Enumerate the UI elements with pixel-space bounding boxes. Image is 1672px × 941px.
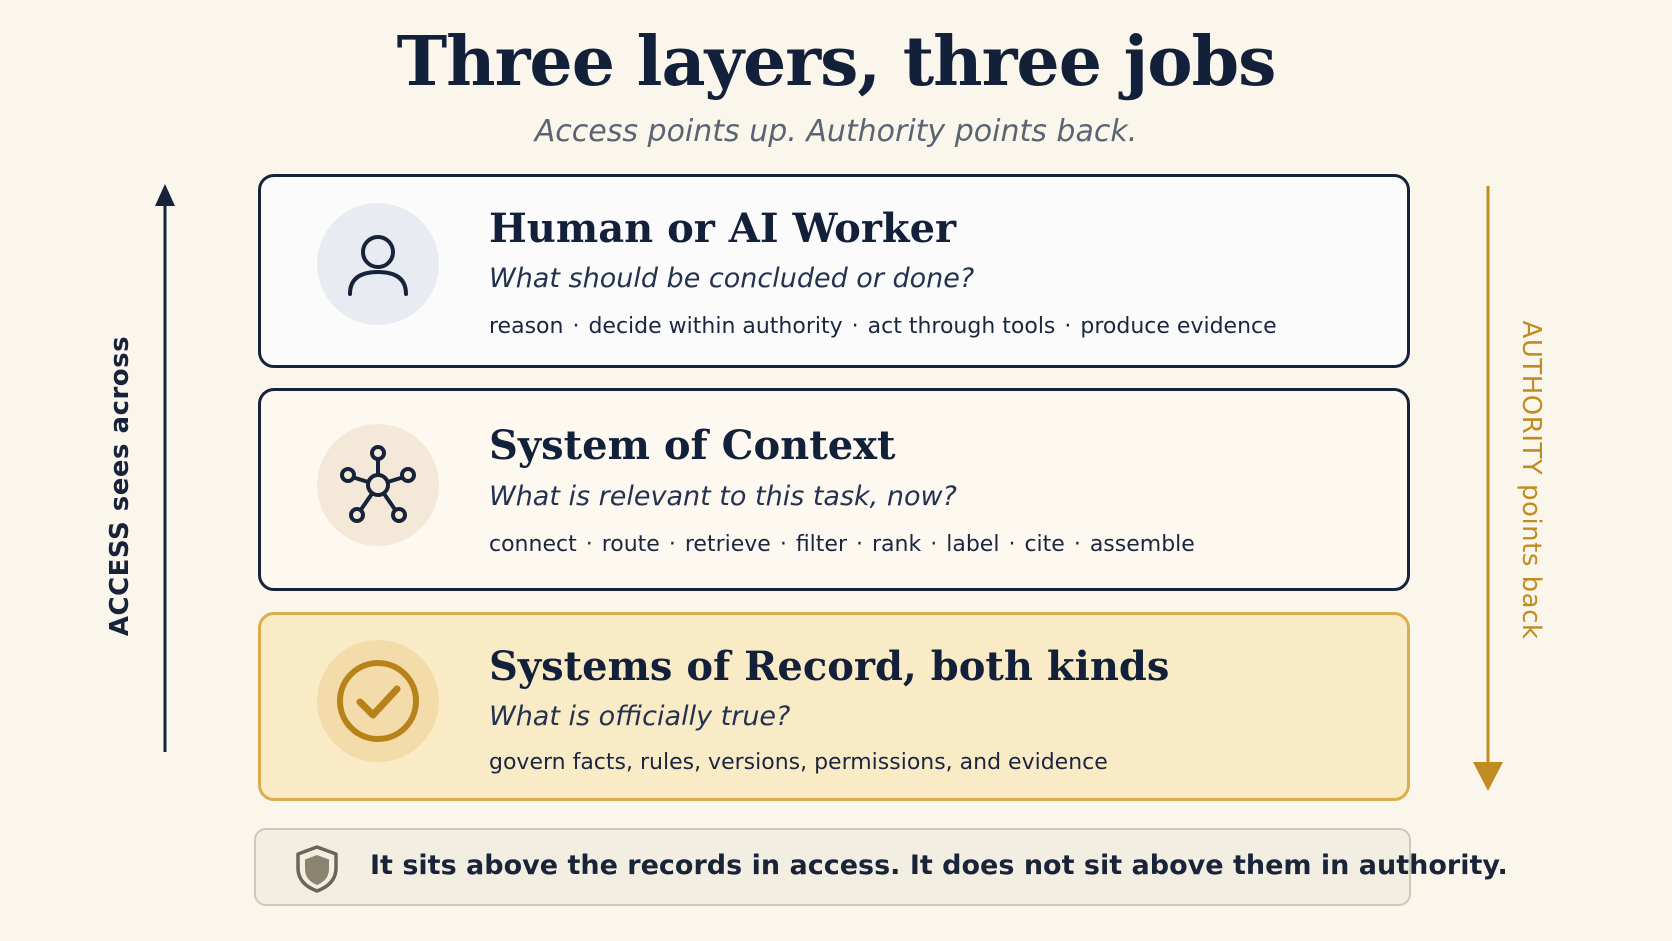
network-hub-icon [317,424,439,546]
authority-down-arrow-icon [1473,186,1503,791]
access-up-arrow-icon [155,184,175,752]
tag: label [946,532,1000,557]
tag: rank [872,532,922,557]
check-circle-icon [317,640,439,762]
tag: reason [489,314,564,339]
page-subtitle: Access points up. Authority points back. [534,114,1138,149]
layer-tags: reason·decide within authority·act throu… [489,314,1277,339]
layer-description: govern facts, rules, versions, permissio… [489,750,1108,775]
tag: decide within authority [588,314,843,339]
tag: act through tools [867,314,1056,339]
layer-card-context: System of Context What is relevant to th… [258,388,1410,591]
layer-title: Systems of Record, both kinds [489,643,1170,690]
tag: route [601,532,660,557]
tag: connect [489,532,577,557]
layer-title: System of Context [489,422,896,469]
person-icon [317,203,439,325]
tag: filter [795,532,848,557]
tag: cite [1024,532,1065,557]
layer-question: What is relevant to this task, now? [489,481,957,512]
layer-question: What should be concluded or done? [489,263,975,294]
layer-tags: connect·route·retrieve·filter·rank·label… [489,532,1195,557]
tag: produce evidence [1080,314,1277,339]
shield-icon [296,845,338,893]
tag: retrieve [684,532,771,557]
authority-banner: It sits above the records in access. It … [254,828,1508,906]
authority-label: AUTHORITY points back [1516,320,1546,640]
layer-title: Human or AI Worker [489,205,957,252]
banner-text: It sits above the records in access. It … [370,850,1508,881]
page-title: Three layers, three jobs [396,22,1277,102]
tag: assemble [1089,532,1195,557]
access-label: ACCESS sees across [105,335,135,637]
layer-card-record: Systems of Record, both kinds What is of… [258,612,1410,801]
layer-card-worker: Human or AI Worker What should be conclu… [258,174,1410,368]
layer-question: What is officially true? [489,701,791,732]
